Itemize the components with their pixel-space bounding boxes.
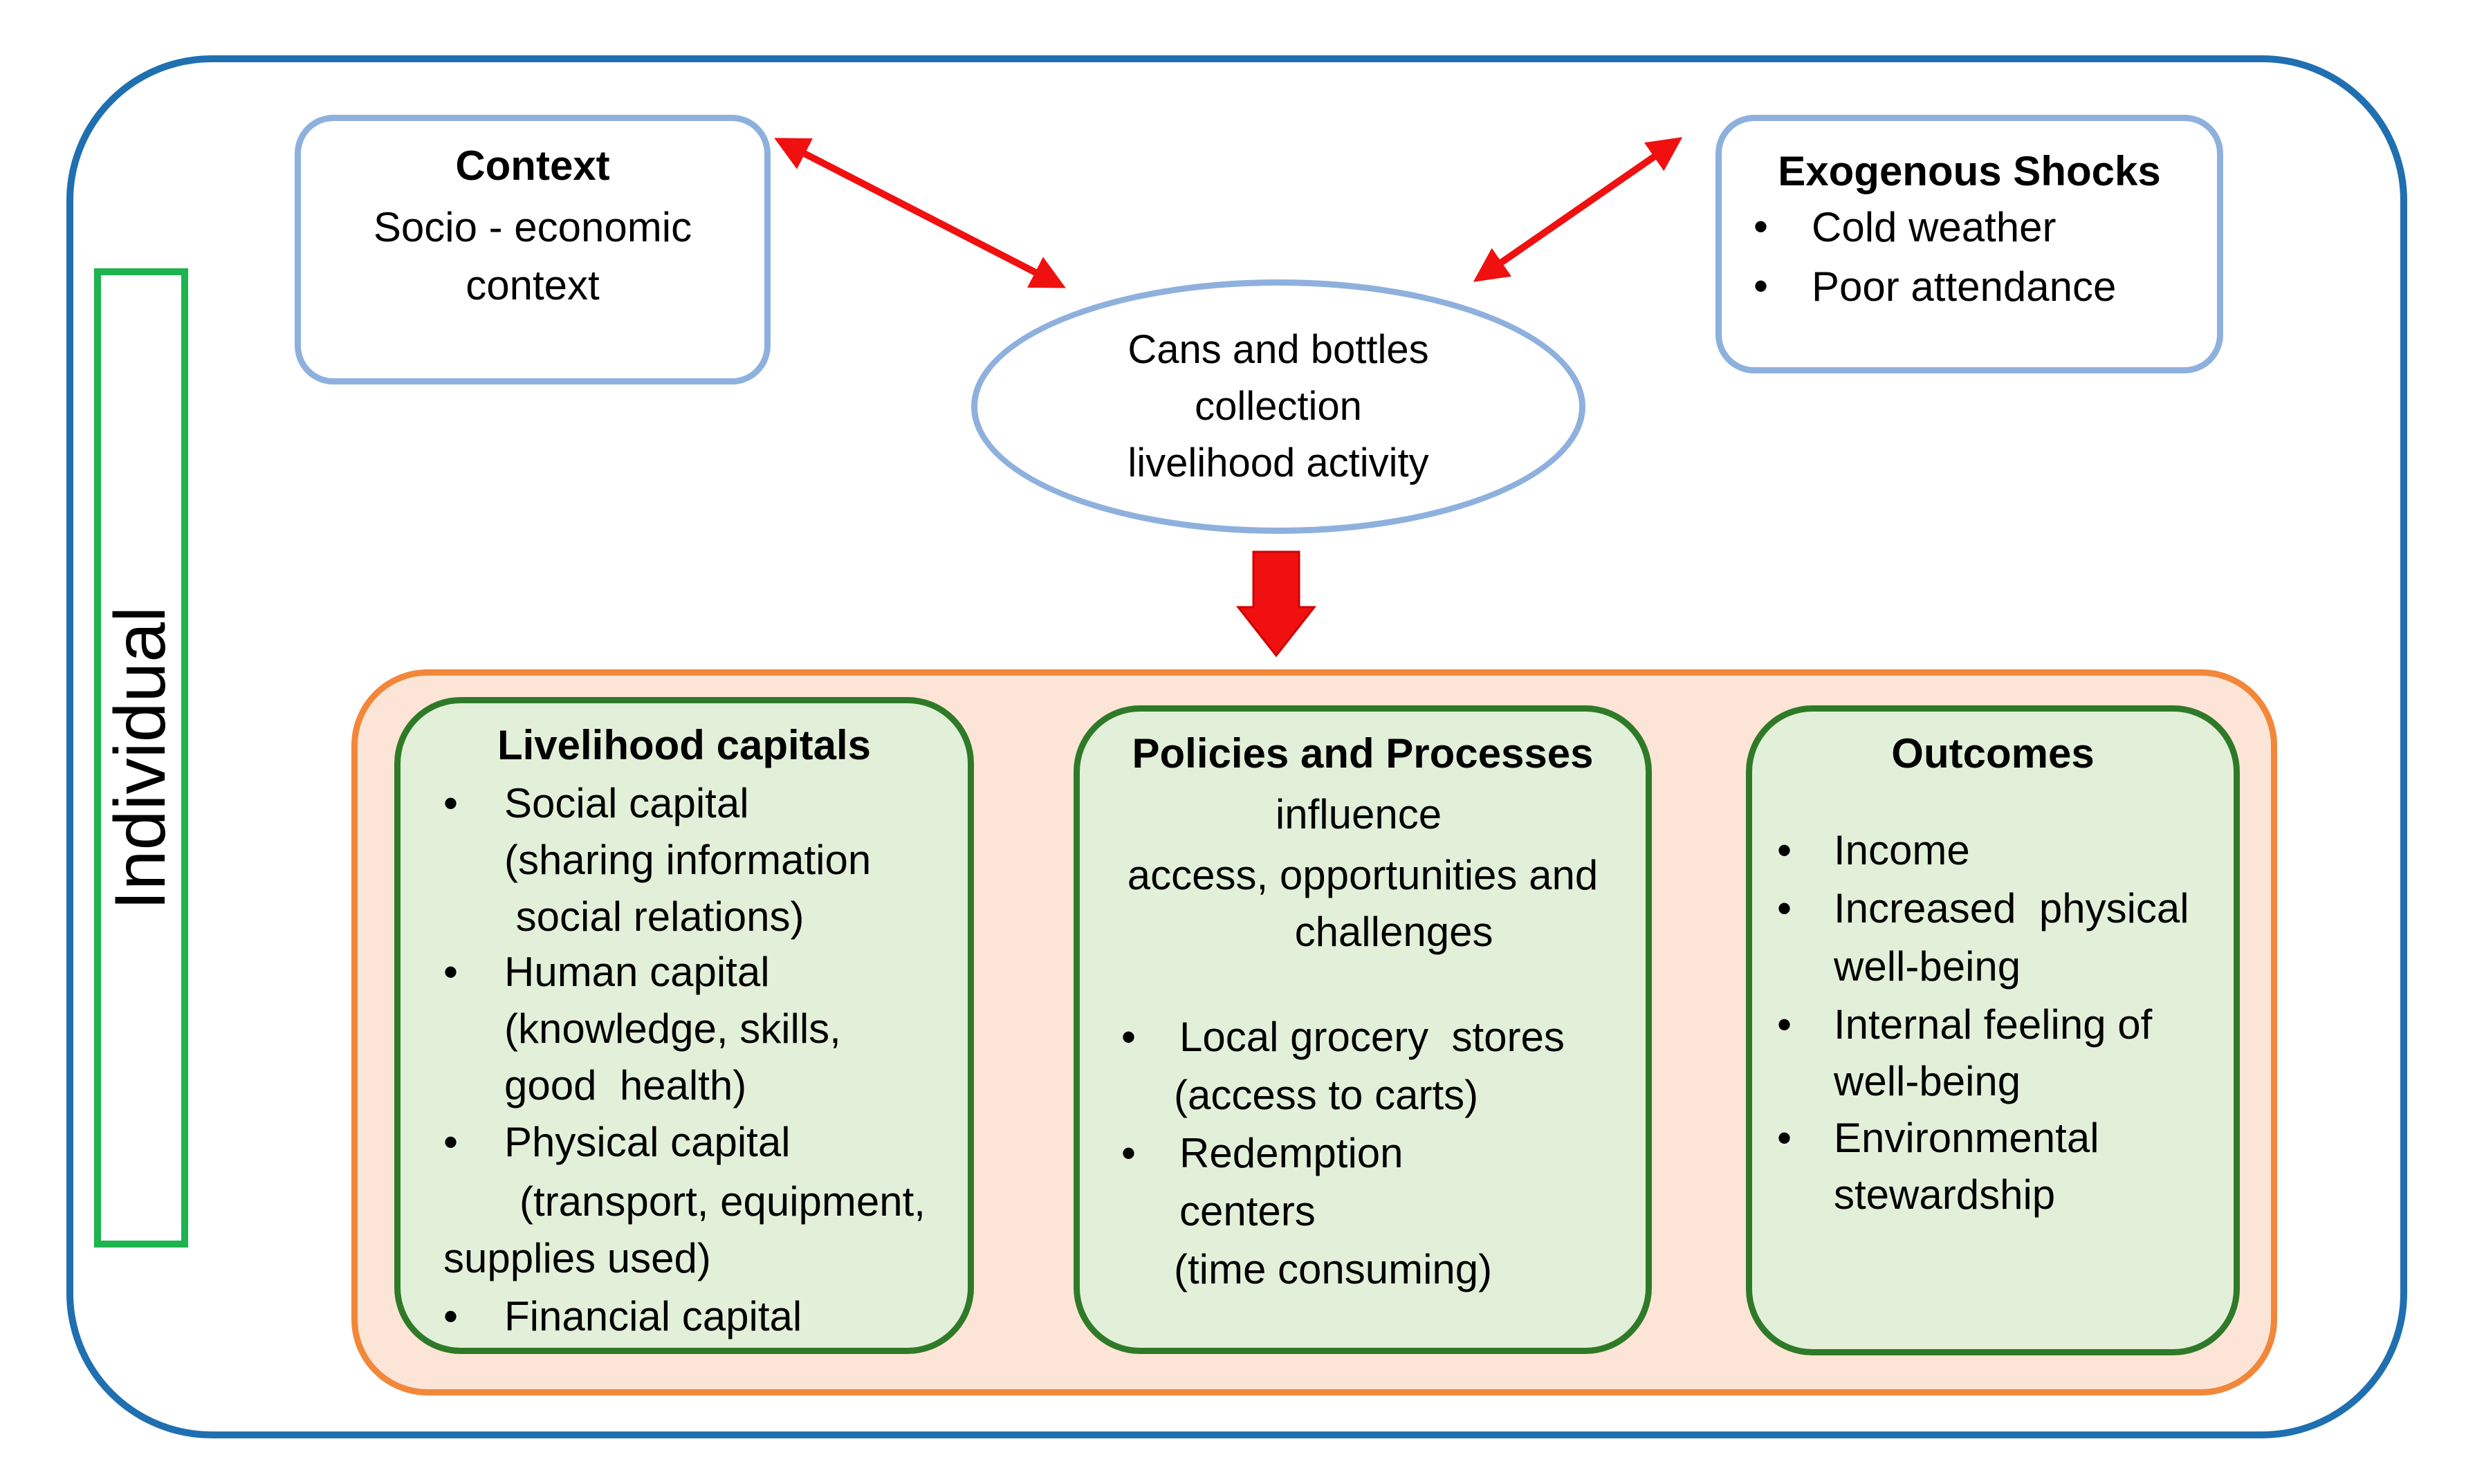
- bullet-icon: •: [1777, 885, 1792, 931]
- policies-line2: access, opportunities and: [1127, 852, 1599, 898]
- bullet-icon: •: [443, 1293, 459, 1339]
- bullet-icon: •: [443, 949, 459, 995]
- outcome-item: Internal feeling of: [1834, 1001, 2153, 1048]
- activity-line1: Cans and bottles: [1128, 327, 1429, 372]
- capital-detail: social relations): [504, 893, 804, 940]
- capital-label: Financial capital: [504, 1293, 802, 1339]
- outcome-item: well-being: [1834, 1058, 2021, 1104]
- bullet-icon: •: [1777, 1001, 1792, 1048]
- individual-box: [94, 268, 188, 1248]
- context-box: Context Socio - economic context: [295, 115, 771, 384]
- context-title: Context: [455, 142, 610, 189]
- bullet-icon: •: [443, 780, 459, 826]
- bullet-icon: •: [1121, 1014, 1137, 1060]
- policies-title: Policies and Processes: [1132, 730, 1594, 777]
- outcome-item: Environmental: [1834, 1115, 2099, 1161]
- outcome-item: stewardship: [1834, 1171, 2056, 1218]
- policies-line1: influence: [1275, 791, 1442, 837]
- capital-label: Physical capital: [504, 1119, 791, 1165]
- down-arrow: [1235, 550, 1317, 658]
- bullet-icon: •: [443, 1119, 459, 1165]
- policy-label: Redemption: [1179, 1130, 1404, 1176]
- context-line1: Socio - economic: [373, 204, 692, 250]
- shocks-box: Exogenous Shocks • Cold weather • Poor a…: [1715, 115, 2223, 373]
- shocks-title: Exogenous Shocks: [1778, 148, 2161, 194]
- capital-label: Human capital: [504, 949, 770, 995]
- capital-detail: good health): [504, 1062, 747, 1109]
- policies-line3: challenges: [1294, 909, 1493, 955]
- bullet-icon: •: [1121, 1130, 1137, 1176]
- capital-detail: (knowledge, skills,: [504, 1005, 841, 1052]
- activity-line2: collection: [1195, 384, 1362, 429]
- bullet-icon: •: [1754, 263, 1769, 309]
- activity-ellipse: Cans and bottles collection livelihood a…: [971, 279, 1585, 534]
- outcomes-box: Outcomes • Income • Increased physical w…: [1746, 705, 2240, 1355]
- policy-label: centers: [1179, 1188, 1316, 1234]
- capitals-box: Livelihood capitals • Social capital (sh…: [394, 697, 974, 1354]
- outcome-item: Increased physical: [1834, 885, 2189, 931]
- outer-frame: [66, 55, 2407, 1438]
- shock-item: Cold weather: [1812, 204, 2056, 250]
- shocks-activity-arrow: [1473, 137, 1683, 282]
- bullet-icon: •: [1754, 203, 1769, 250]
- policy-label: Local grocery stores: [1179, 1014, 1565, 1060]
- policy-detail: (access to carts): [1174, 1072, 1479, 1118]
- outcome-item: Income: [1834, 827, 1970, 873]
- capital-detail: (sharing information: [504, 837, 872, 883]
- bullet-icon: •: [1777, 1115, 1792, 1161]
- outcome-item: well-being: [1834, 943, 2021, 990]
- context-line2: context: [466, 262, 600, 308]
- policies-box: Policies and Processes influence access,…: [1074, 705, 1652, 1354]
- bullet-icon: •: [1777, 827, 1792, 873]
- capitals-title: Livelihood capitals: [497, 722, 872, 768]
- context-activity-arrow: [774, 138, 1066, 288]
- outcomes-title: Outcomes: [1891, 730, 2095, 777]
- capital-label: Social capital: [504, 780, 749, 826]
- shock-item: Poor attendance: [1812, 263, 2117, 310]
- policy-detail: (time consuming): [1174, 1246, 1493, 1292]
- capital-detail: (transport, equipment,: [519, 1178, 926, 1225]
- capital-detail: supplies used): [443, 1235, 711, 1281]
- activity-line3: livelihood activity: [1128, 440, 1429, 485]
